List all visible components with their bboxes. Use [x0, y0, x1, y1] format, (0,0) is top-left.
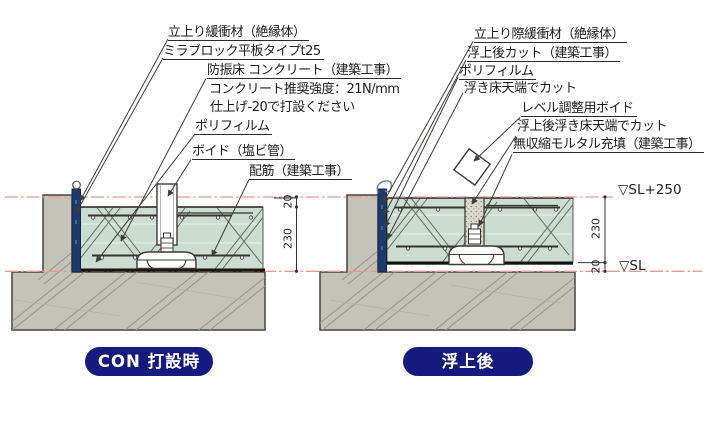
- label-cut-after-lift-floor-top: 浮上後浮き床天端でカット: [517, 119, 668, 134]
- right-jack-base: [448, 245, 505, 266]
- left-components: [71, 180, 265, 273]
- left-section: [11, 194, 266, 331]
- right-jack-bolt: [468, 223, 481, 245]
- dim-right-gap-20: 20: [589, 259, 603, 274]
- label-polyfilm-right: ポリフィルム: [459, 64, 537, 80]
- left-insulation-hook: [72, 180, 81, 190]
- right-components: [376, 147, 573, 273]
- left-bottom-formwork: [72, 268, 265, 272]
- label-concrete-strength: コンクリート推奨強度：21N/mm: [209, 82, 400, 97]
- label-cut-at-floor-top: 浮き床天端でカット: [464, 81, 577, 96]
- label-antivibration-concrete: 防振床 コンクリート（建築工事）: [207, 63, 402, 79]
- leader-lines: [75, 38, 521, 263]
- label-polyfilm-left: ポリフィルム: [195, 119, 273, 135]
- left-dimension-line: [274, 195, 299, 273]
- dim-right-slab-230: 230: [589, 218, 603, 239]
- label-mortar-fill: 無収縮モルタル充填（建築工事）: [513, 137, 704, 153]
- level-mark-sl: ▽SL: [619, 258, 646, 274]
- label-mirablock-board: ミラブロック平板タイプt25: [163, 44, 324, 60]
- label-cut-after-lift: 浮上後カット（建築工事）: [467, 46, 621, 62]
- label-riser-cushion: 立上り緩衝材（絶縁体）: [168, 25, 309, 41]
- dim-left-slab-230: 230: [281, 228, 295, 249]
- left-caption-badge: CON 打設時: [85, 347, 213, 376]
- right-dimension-line: [578, 195, 607, 273]
- dim-left-gap-20: 20: [281, 194, 295, 209]
- right-edge-insulation: [377, 188, 387, 273]
- label-level-adjust-void: レベル調整用ボイド: [521, 101, 637, 117]
- label-rebar: 配筋（建築工事）: [249, 164, 353, 180]
- level-mark-sl250: ▽SL+250: [618, 182, 682, 198]
- label-void-pvc: ボイド（塩ビ管）: [192, 144, 296, 160]
- cut-void-piece: [452, 147, 492, 187]
- right-caption-badge: 浮上後: [403, 347, 533, 376]
- label-edge-cushion: 立上り際緩衝材（絶縁体）: [474, 27, 628, 43]
- left-jack-base: [136, 251, 197, 270]
- label-finish-note: 仕上げ-20で打設ください: [210, 100, 355, 115]
